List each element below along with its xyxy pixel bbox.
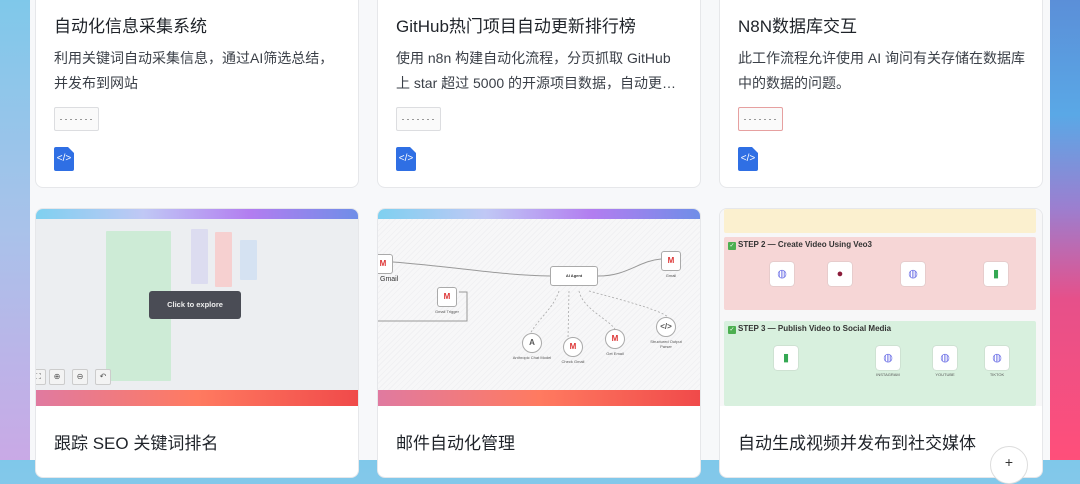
workflow-thumbnail[interactable] bbox=[396, 107, 441, 131]
node-label: Get Email bbox=[606, 351, 624, 356]
card-description: 利用关键词自动采集信息，通过AI筛选总结，并发布到网站 bbox=[54, 50, 334, 91]
http-node[interactable]: ◍ bbox=[901, 262, 925, 286]
check-icon: ✓ bbox=[728, 326, 736, 334]
workflow-card[interactable]: 自动化信息采集系统 利用关键词自动采集信息，通过AI筛选总结，并发布到网站 </… bbox=[35, 0, 359, 188]
gmail-node[interactable]: M bbox=[378, 254, 393, 274]
zoom-in-button[interactable]: ⊕ bbox=[49, 369, 65, 385]
workflow-preview[interactable]: ✓STEP 2 — Create Video Using Veo3 ◍ ● ◍ … bbox=[720, 209, 1042, 406]
workflow-card[interactable]: M Gmail M Gmail Trigger AI Agent M Gmail… bbox=[377, 208, 701, 478]
wait-node[interactable]: ● bbox=[828, 262, 852, 286]
sticky-note bbox=[191, 229, 208, 284]
workflow-card[interactable]: GitHub热门项目自动更新排行榜 使用 n8n 构建自动化流程，分页抓取 Gi… bbox=[377, 0, 701, 188]
sticky-note bbox=[240, 240, 257, 280]
anthropic-model-node[interactable]: A bbox=[522, 333, 542, 353]
plus-icon[interactable]: + bbox=[990, 446, 1028, 484]
card-title: 邮件自动化管理 bbox=[396, 434, 515, 453]
card-title: N8N数据库交互 bbox=[738, 17, 858, 36]
preview-top-gradient bbox=[378, 209, 700, 219]
fit-view-button[interactable]: ⛶ bbox=[36, 369, 46, 385]
step-1-section bbox=[724, 209, 1036, 233]
node-label: YOUTUBE bbox=[935, 372, 955, 377]
step-label: STEP 3 — Publish Video to Social Media bbox=[738, 324, 892, 333]
step-label: STEP 2 — Create Video Using Veo3 bbox=[738, 240, 872, 249]
node-label: Structured Output Parser bbox=[650, 339, 682, 349]
connection-lines bbox=[378, 258, 669, 340]
gmail-trigger-node[interactable]: M bbox=[437, 287, 457, 307]
check-icon: ✓ bbox=[728, 242, 736, 250]
workflow-thumbnail[interactable] bbox=[54, 107, 99, 131]
node-label: TIKTOK bbox=[989, 372, 1005, 377]
node-label: Gmail Trigger bbox=[434, 309, 459, 314]
node-label: Gmail bbox=[665, 273, 677, 278]
node-label: INSTAGRAM bbox=[876, 372, 900, 377]
http-node[interactable]: ◍ bbox=[770, 262, 794, 286]
workflow-card[interactable]: N8N数据库交互 此工作流程允许使用 AI 询问有关存储在数据库中的数据的问题。… bbox=[719, 0, 1043, 188]
node-label: Anthropic Chat Model bbox=[512, 355, 552, 360]
workflow-preview[interactable]: Click to explore ⛶ ⊕ ⊖ ↶ bbox=[36, 209, 358, 406]
step-3-section: ✓STEP 3 — Publish Video to Social Media … bbox=[724, 321, 1036, 406]
workflow-thumbnail[interactable] bbox=[738, 107, 783, 131]
google-sheets-node[interactable]: ▮ bbox=[984, 262, 1008, 286]
card-description: 使用 n8n 构建自动化流程，分页抓取 GitHub 上 star 超过 500… bbox=[396, 50, 677, 91]
step-2-section: ✓STEP 2 — Create Video Using Veo3 ◍ ● ◍ … bbox=[724, 237, 1036, 310]
workflow-card[interactable]: ✓STEP 2 — Create Video Using Veo3 ◍ ● ◍ … bbox=[719, 208, 1043, 478]
get-email-node[interactable]: M bbox=[605, 329, 625, 349]
undo-button[interactable]: ↶ bbox=[95, 369, 111, 385]
background-gradient-right bbox=[1046, 0, 1080, 460]
sticky-note bbox=[215, 232, 232, 287]
preview-bottom-gradient bbox=[36, 390, 358, 406]
code-file-icon[interactable]: </> bbox=[396, 147, 416, 171]
output-parser-node[interactable]: </> bbox=[656, 317, 676, 337]
check-gmail-node[interactable]: M bbox=[563, 337, 583, 357]
card-description: 此工作流程允许使用 AI 询问有关存储在数据库中的数据的问题。 bbox=[738, 50, 1026, 91]
card-title: 自动化信息采集系统 bbox=[54, 17, 207, 36]
node-label: Gmail bbox=[380, 276, 399, 283]
gmail-node[interactable]: M bbox=[661, 251, 681, 271]
node-label: AI Agent bbox=[565, 273, 583, 278]
workflow-card[interactable]: Click to explore ⛶ ⊕ ⊖ ↶ 跟踪 SEO 关键词排名 bbox=[35, 208, 359, 478]
preview-top-gradient bbox=[36, 209, 358, 219]
card-title: 跟踪 SEO 关键词排名 bbox=[54, 434, 219, 453]
tiktok-node[interactable]: ◍ bbox=[985, 346, 1009, 370]
google-sheets-node[interactable]: ▮ bbox=[774, 346, 798, 370]
card-title: 自动生成视频并发布到社交媒体 bbox=[738, 434, 976, 453]
youtube-node[interactable]: ◍ bbox=[933, 346, 957, 370]
ai-agent-node[interactable]: AI Agent bbox=[550, 266, 598, 286]
click-to-explore-overlay[interactable]: Click to explore bbox=[149, 291, 241, 319]
preview-bottom-gradient bbox=[378, 390, 700, 406]
workflow-preview[interactable]: M Gmail M Gmail Trigger AI Agent M Gmail… bbox=[378, 209, 700, 406]
code-file-icon[interactable]: </> bbox=[54, 147, 74, 171]
zoom-out-button[interactable]: ⊖ bbox=[72, 369, 88, 385]
node-label: Check Gmail bbox=[561, 359, 585, 364]
code-file-icon[interactable]: </> bbox=[738, 147, 758, 171]
instagram-node[interactable]: ◍ bbox=[876, 346, 900, 370]
card-title: GitHub热门项目自动更新排行榜 bbox=[396, 17, 636, 36]
